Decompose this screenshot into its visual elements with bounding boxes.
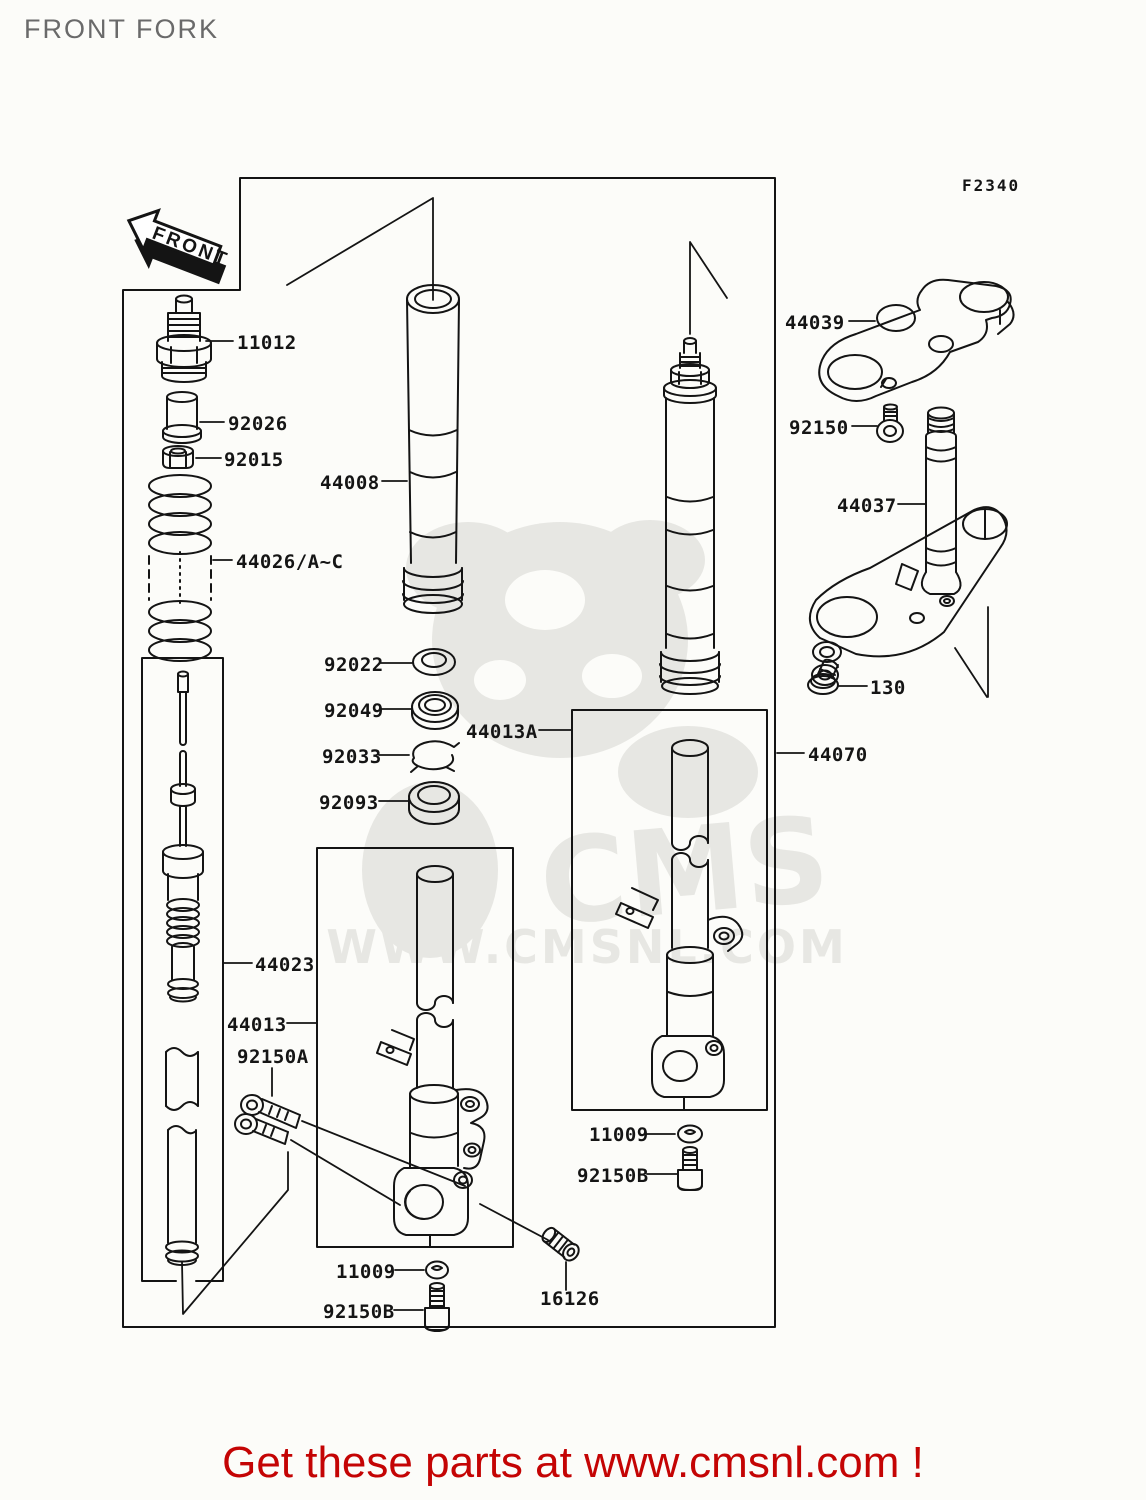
part-drawing-44037-stem: [809, 406, 1008, 686]
part-drawing-92150b-bolt-right: [677, 1146, 703, 1191]
callout-92026: 92026: [228, 413, 288, 435]
footer-promo-link[interactable]: Get these parts at www.cmsnl.com !: [222, 1438, 924, 1487]
callout-92015: 92015: [224, 449, 284, 471]
part-drawing-assembled-fork-tube: [659, 337, 721, 695]
watermark-logo-text: CMS: [535, 790, 835, 953]
callout-44023: 44023: [255, 954, 315, 976]
part-drawing-44039-top-clamp: [818, 278, 1015, 402]
callout-labels: 11012 92026 92015 44026/A~C 44008 92022 …: [224, 312, 906, 1323]
callout-92150a: 92150A: [237, 1046, 309, 1068]
callout-44037: 44037: [837, 495, 897, 517]
assembly-box-main: [122, 177, 776, 1328]
part-drawing-92150b-bolt-center: [424, 1282, 450, 1332]
callout-44008: 44008: [320, 472, 380, 494]
page-title: FRONT FORK: [24, 14, 219, 44]
callout-44013a: 44013A: [466, 721, 538, 743]
front-direction-arrow: FRONT: [126, 208, 232, 285]
callout-92093: 92093: [319, 792, 379, 814]
callout-16126: 16126: [540, 1288, 600, 1310]
callout-92049: 92049: [324, 700, 384, 722]
part-drawing-11009-washer-center: [425, 1260, 449, 1280]
cms-watermark: CMS WWW.CMSNL.COM: [326, 520, 848, 974]
pointer-lines: [181, 197, 989, 1315]
callout-92022: 92022: [324, 654, 384, 676]
part-drawing-92033-ring: [410, 740, 460, 773]
part-drawing-44013-outer-tube: [376, 865, 489, 1248]
callout-92150: 92150: [789, 417, 849, 439]
callout-92033: 92033: [322, 746, 382, 768]
callout-11009-center: 11009: [336, 1261, 396, 1283]
part-drawing-44026-spring: [148, 474, 212, 662]
callout-92150b-center: 92150B: [323, 1301, 395, 1323]
part-drawing-16126-valve: [541, 1226, 580, 1262]
assembly-box-damper: [141, 657, 224, 1282]
callout-11012: 11012: [237, 332, 297, 354]
callout-44039: 44039: [785, 312, 845, 334]
callout-130: 130: [870, 677, 906, 699]
callout-92150b-right: 92150B: [577, 1165, 649, 1187]
part-drawing-inner-tube-segments: [165, 1047, 199, 1266]
callout-44026: 44026/A~C: [236, 551, 343, 573]
part-drawing-130-bolt: [807, 658, 839, 695]
part-drawing-44013a-outer-tube: [615, 739, 744, 1110]
part-drawing-44008-tube: [402, 284, 464, 614]
part-drawing-92150-bolt: [876, 403, 904, 443]
assembly-box-outer-tube-right: [571, 709, 768, 1111]
callout-11009-right: 11009: [589, 1124, 649, 1146]
part-drawing-92093-dust-seal: [408, 781, 460, 825]
callout-44070: 44070: [808, 744, 868, 766]
part-drawing-11009-washer-right: [677, 1124, 703, 1144]
watermark-site-text: WWW.CMSNL.COM: [326, 920, 848, 974]
part-drawing-44023-damper: [162, 670, 204, 1003]
part-drawing-92150a-bolts: [234, 1094, 301, 1145]
part-drawing-92015: [162, 445, 194, 469]
part-drawing-92022-washer: [412, 648, 456, 676]
part-drawing-11012: [156, 294, 212, 383]
callout-leader-lines: [195, 320, 926, 1311]
callout-44013: 44013: [227, 1014, 287, 1036]
assembly-box-outer-tube-left: [316, 847, 514, 1248]
part-drawing-92049-seal: [411, 691, 459, 730]
diagram-code: F2340: [962, 176, 1020, 195]
part-drawing-92026: [162, 391, 202, 444]
